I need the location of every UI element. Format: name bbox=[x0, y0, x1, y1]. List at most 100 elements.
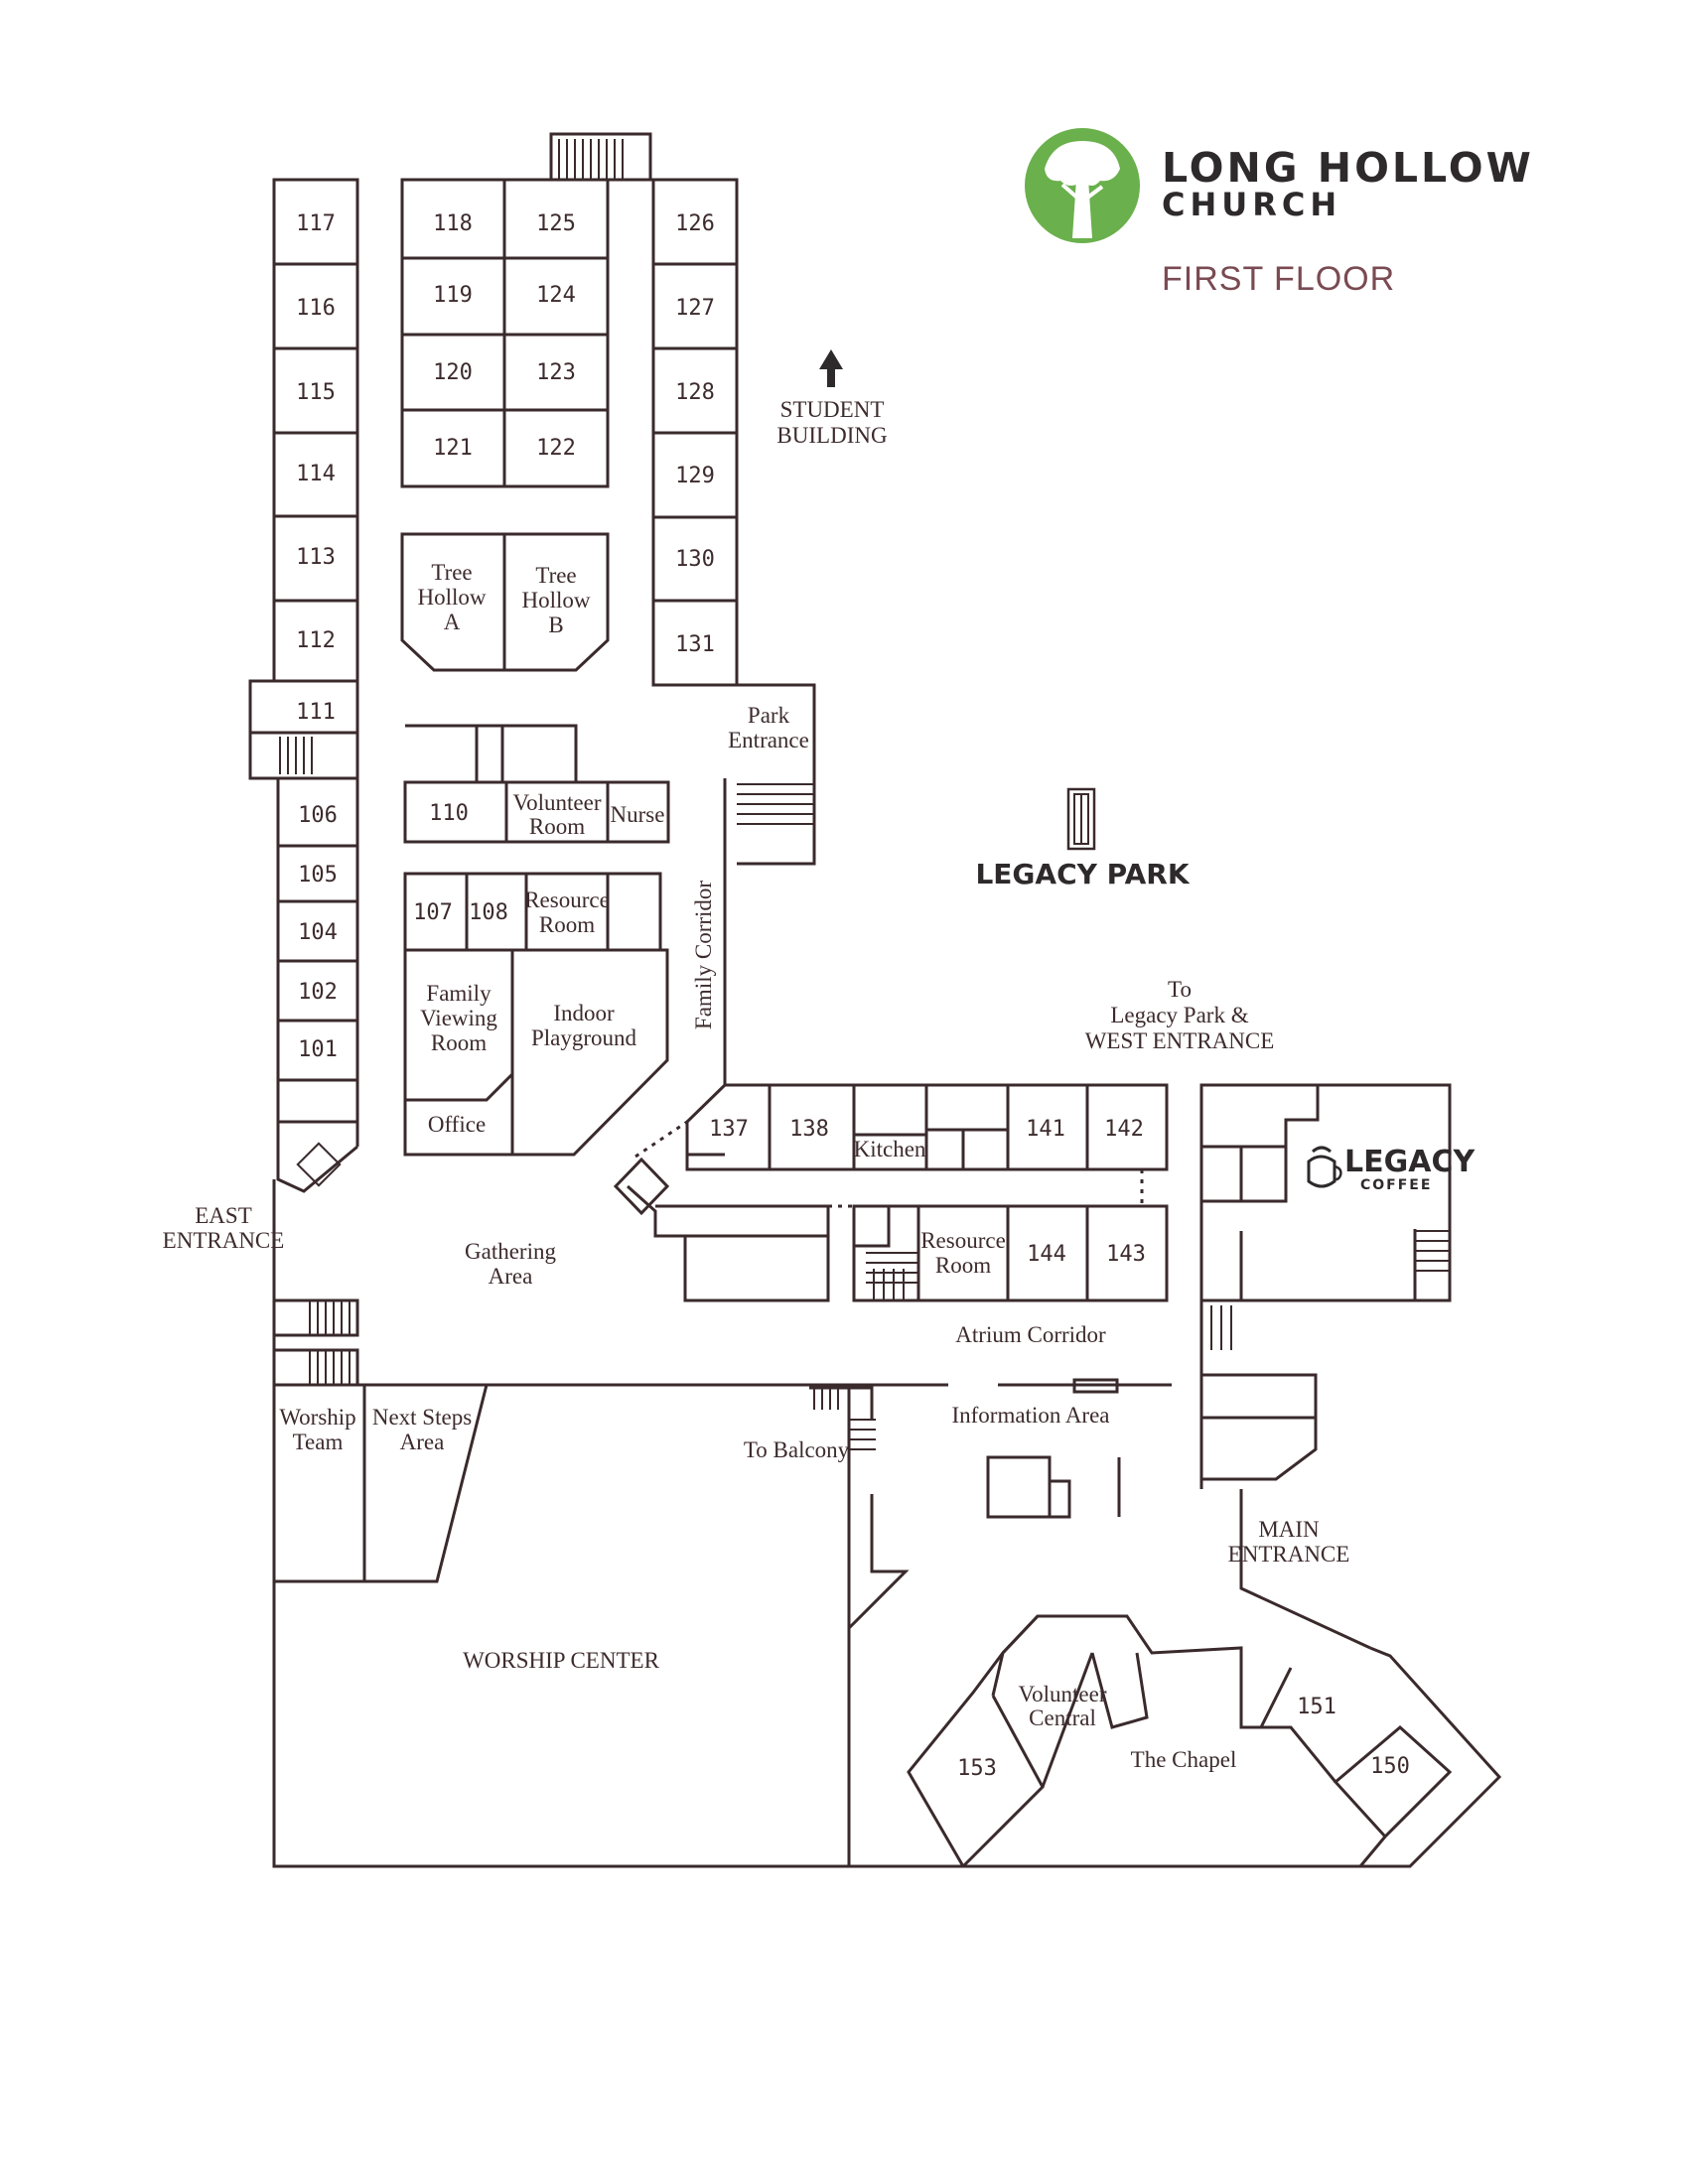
legacy-coffee-name: LEGACY bbox=[1344, 1145, 1476, 1179]
room-118: 118 bbox=[433, 211, 473, 236]
room-108: 108 bbox=[469, 900, 508, 925]
volunteer-room-2: Room bbox=[529, 814, 585, 839]
worship-center-label: WORSHIP CENTER bbox=[463, 1648, 660, 1673]
legacy-park: LEGACY PARK bbox=[975, 787, 1191, 890]
room-126: 126 bbox=[675, 211, 715, 236]
room-137: 137 bbox=[709, 1117, 749, 1142]
room-144: 144 bbox=[1027, 1242, 1066, 1267]
room-107: 107 bbox=[413, 900, 453, 925]
tree-hollow-b-1: Tree bbox=[535, 563, 576, 588]
to-balcony-label: To Balcony bbox=[744, 1437, 850, 1462]
east-entrance-label-2: ENTRANCE bbox=[163, 1228, 285, 1253]
room-121: 121 bbox=[433, 436, 473, 461]
main-entrance-label-2: ENTRANCE bbox=[1228, 1542, 1350, 1567]
east-entrance-label-1: EAST bbox=[195, 1203, 252, 1228]
north-wing bbox=[248, 132, 816, 1385]
room-138: 138 bbox=[789, 1117, 829, 1142]
tree-hollow-b-3: B bbox=[548, 613, 563, 637]
family-viewing-room-1: Family bbox=[426, 981, 492, 1006]
office-room: Office bbox=[428, 1112, 486, 1137]
family-viewing-room-3: Room bbox=[431, 1030, 487, 1055]
room-142: 142 bbox=[1104, 1117, 1144, 1142]
coffee-cup-icon bbox=[1307, 1146, 1342, 1188]
family-corridor-label: Family Corridor bbox=[691, 881, 716, 1029]
room-124: 124 bbox=[536, 283, 576, 308]
gathering-area-label-1: Gathering bbox=[465, 1239, 556, 1264]
room-151: 151 bbox=[1297, 1695, 1336, 1719]
nurse-room: Nurse bbox=[611, 802, 665, 827]
family-viewing-room-2: Viewing bbox=[420, 1006, 497, 1030]
park-entrance-label-1: Park bbox=[748, 703, 790, 728]
room-129: 129 bbox=[675, 464, 715, 488]
floor-title: FIRST FLOOR bbox=[1162, 260, 1395, 298]
worship-center-block bbox=[272, 1384, 851, 1868]
room-143: 143 bbox=[1106, 1242, 1146, 1267]
room-110: 110 bbox=[429, 801, 469, 826]
room-113: 113 bbox=[296, 545, 336, 570]
worship-team-1: Worship bbox=[279, 1405, 355, 1430]
resource-room-a-2: Room bbox=[539, 912, 595, 937]
room-106: 106 bbox=[298, 803, 338, 828]
tree-hollow-b-2: Hollow bbox=[522, 588, 591, 613]
west-entrance-label-2: Legacy Park & bbox=[1110, 1003, 1248, 1027]
tree-hollow-a-1: Tree bbox=[431, 560, 472, 585]
park-entrance-label-2: Entrance bbox=[728, 728, 809, 752]
room-102: 102 bbox=[298, 980, 338, 1005]
room-150: 150 bbox=[1370, 1754, 1410, 1779]
up-arrow-icon bbox=[819, 349, 843, 387]
legacy-coffee-sub: COFFEE bbox=[1360, 1177, 1432, 1193]
room-123: 123 bbox=[536, 360, 576, 385]
room-130: 130 bbox=[675, 547, 715, 572]
room-117: 117 bbox=[296, 211, 336, 236]
room-101: 101 bbox=[298, 1037, 338, 1062]
main-entrance-label-1: MAIN bbox=[1258, 1517, 1320, 1542]
room-111: 111 bbox=[296, 700, 336, 725]
room-112: 112 bbox=[296, 628, 336, 653]
next-steps-area-2: Area bbox=[400, 1430, 445, 1454]
brand-name-line1: LONG HOLLOW bbox=[1162, 144, 1534, 192]
resource-room-b-1: Resource bbox=[920, 1228, 1006, 1253]
room-116: 116 bbox=[296, 296, 336, 321]
room-120: 120 bbox=[433, 360, 473, 385]
room-122: 122 bbox=[536, 436, 576, 461]
chapel-label: The Chapel bbox=[1131, 1747, 1237, 1772]
room-131: 131 bbox=[675, 632, 715, 657]
student-building-label-2: BUILDING bbox=[776, 423, 887, 448]
resource-room-b-2: Room bbox=[935, 1253, 991, 1278]
room-127: 127 bbox=[675, 296, 715, 321]
student-building-direction: STUDENT BUILDING bbox=[776, 349, 888, 448]
tree-hollow-a-2: Hollow bbox=[418, 585, 487, 610]
worship-team-2: Team bbox=[293, 1430, 344, 1454]
room-141: 141 bbox=[1026, 1117, 1065, 1142]
room-104: 104 bbox=[298, 920, 338, 945]
area-labels: Family Corridor Gathering Area Atrium Co… bbox=[163, 703, 1350, 1772]
chapel-block bbox=[849, 1614, 1502, 1868]
legacy-coffee: LEGACY COFFEE bbox=[1307, 1145, 1476, 1193]
room-114: 114 bbox=[296, 462, 336, 486]
resource-room-a-1: Resource bbox=[524, 887, 610, 912]
room-128: 128 bbox=[675, 380, 715, 405]
room-105: 105 bbox=[298, 863, 338, 887]
brand-name-line2: CHURCH bbox=[1162, 186, 1341, 223]
tree-hollow-a-3: A bbox=[444, 610, 461, 634]
room-119: 119 bbox=[433, 283, 473, 308]
brand-header: LONG HOLLOW CHURCH FIRST FLOOR bbox=[1025, 128, 1534, 298]
room-labels: 117 116 115 114 113 112 111 106 105 104 … bbox=[279, 211, 1410, 1781]
room-125: 125 bbox=[536, 211, 576, 236]
volunteer-room-1: Volunteer bbox=[512, 790, 601, 815]
west-entrance-label-3: WEST ENTRANCE bbox=[1085, 1028, 1275, 1053]
atrium-corridor-label: Atrium Corridor bbox=[955, 1322, 1106, 1347]
information-area-label: Information Area bbox=[951, 1403, 1109, 1428]
volunteer-central-1: Volunteer bbox=[1018, 1682, 1106, 1706]
next-steps-area-1: Next Steps bbox=[372, 1405, 472, 1430]
legacy-park-monument-icon bbox=[1066, 787, 1096, 851]
volunteer-central-2: Central bbox=[1029, 1706, 1096, 1730]
legacy-park-label: LEGACY PARK bbox=[975, 858, 1190, 890]
room-153: 153 bbox=[957, 1756, 997, 1781]
gathering-area-label-2: Area bbox=[489, 1264, 533, 1289]
kitchen-room: Kitchen bbox=[854, 1137, 926, 1161]
west-entrance-label-1: To bbox=[1168, 977, 1192, 1002]
indoor-playground-1: Indoor bbox=[553, 1001, 615, 1025]
student-building-label-1: STUDENT bbox=[780, 397, 885, 422]
